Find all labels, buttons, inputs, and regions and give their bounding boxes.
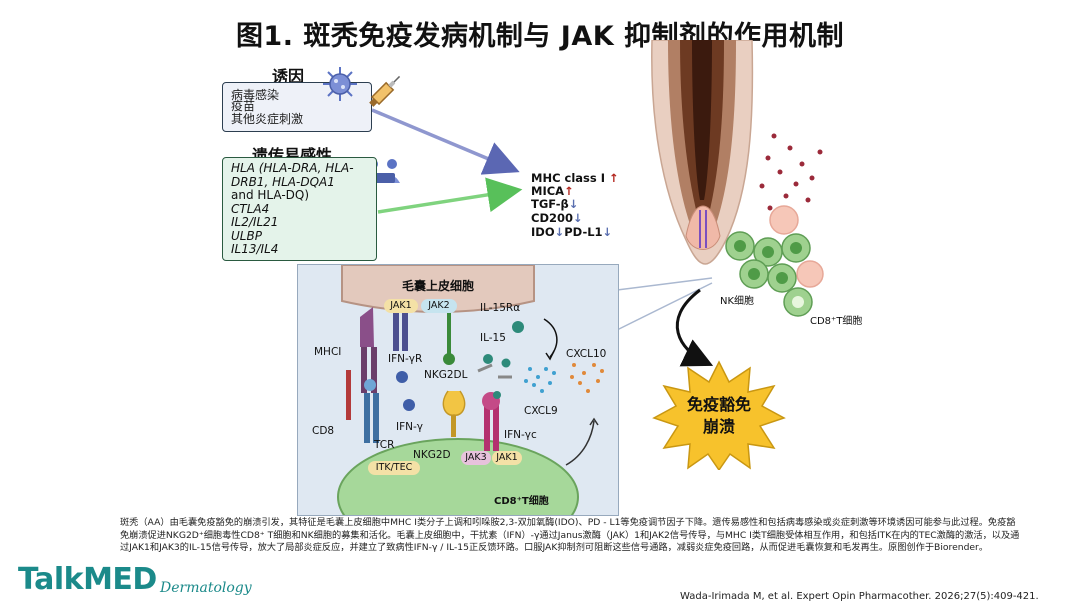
syringe-icon xyxy=(369,75,401,107)
marker-mhc-class-i: MHC class I ↑ xyxy=(531,171,619,185)
collapse-label: 免疫豁免 崩溃 xyxy=(652,394,786,438)
nkg2d-receptor xyxy=(442,390,466,416)
collapse-starburst xyxy=(652,360,786,470)
trigger-item: 其他炎症刺激 xyxy=(231,112,304,126)
ifngc-label: IFN-γc xyxy=(504,429,537,441)
jak2-top: JAK2 xyxy=(421,299,457,313)
trigger-item: 疫苗 xyxy=(231,99,256,113)
marker-tgf-beta: TGF-β↓ xyxy=(531,197,579,211)
triggers-heading: 诱因 xyxy=(272,67,305,86)
ifngc-receptor xyxy=(484,405,490,451)
gene-line: and HLA-DQ) xyxy=(231,188,310,202)
nkg2dl-label: NKG2DL xyxy=(424,369,468,381)
nkg2d-label: NKG2D xyxy=(413,449,451,461)
cxcl10-dots xyxy=(570,363,604,393)
panel-illustration xyxy=(337,265,604,515)
il15-molecule xyxy=(512,321,524,333)
follicle-cell-label: 毛囊上皮细胞 xyxy=(401,279,474,293)
gene-line: CTLA4 xyxy=(231,201,270,216)
gene-line: IL2/IL21 xyxy=(231,215,279,229)
gene-line: ULBP xyxy=(231,228,262,243)
mhci-label: MHCI xyxy=(314,346,342,358)
ifngr-receptor xyxy=(393,311,399,351)
virus-icon xyxy=(323,67,357,101)
collapse-line-2: 崩溃 xyxy=(702,417,735,436)
trigger-arrow xyxy=(371,108,520,175)
marker-mica: MICA↑ xyxy=(531,184,574,198)
mechanism-panel: 毛囊上皮细胞 JAK1 JAK2 IL-15Rα IL-15 MHCI IFN-… xyxy=(297,264,619,516)
tcr-label: TCR xyxy=(374,439,395,451)
collapse-line-1: 免疫豁免 xyxy=(686,395,751,414)
jak3-pill: JAK3 xyxy=(461,451,491,465)
cxcl10-label: CXCL10 xyxy=(566,348,607,360)
genetics-arrow xyxy=(377,177,523,214)
marker-ido-pdl1: IDO↓PD-L1↓ xyxy=(531,225,613,239)
ifng-label: IFN-γ xyxy=(396,421,423,433)
cxcl9-label: CXCL9 xyxy=(524,405,558,417)
mhci-receptor xyxy=(361,347,367,393)
genetics-box: HLA (HLA-DRA, HLA- DRB1, HLA-DQA1 and HL… xyxy=(222,157,377,261)
cd8-receptor xyxy=(346,370,351,420)
cxcl9-dots xyxy=(524,367,556,393)
hair-follicle-illustration xyxy=(651,40,824,317)
gene-line: IL13/IL4 xyxy=(231,242,279,256)
itk-tec-pill: ITK/TEC xyxy=(368,461,420,475)
ifng-molecule xyxy=(396,371,408,383)
nk-cell-label: NK细胞 xyxy=(720,296,755,307)
jak1-bottom-pill: JAK1 xyxy=(492,451,522,465)
talkmed-logo: TalkMED xyxy=(18,562,157,597)
tcr-receptor xyxy=(364,393,370,443)
zoom-line-top xyxy=(616,277,713,291)
t-cell-label: CD8⁺T细胞 xyxy=(494,496,549,507)
gene-line: HLA (HLA-DRA, HLA- xyxy=(231,161,354,175)
zoom-line-bottom xyxy=(616,282,713,331)
ifngr-label: IFN-γR xyxy=(388,353,423,365)
dermatology-logo-text: Dermatology xyxy=(160,580,252,596)
collapse-arrow xyxy=(675,288,714,367)
trigger-item: 病毒感染 xyxy=(231,88,280,102)
cd8-t-cell-label: CD8⁺T细胞 xyxy=(810,316,863,327)
jak1-top: JAK1 xyxy=(384,299,418,313)
cd8-label: CD8 xyxy=(312,425,335,437)
il15ra-label: IL-15Rα xyxy=(480,302,521,314)
il15-label: IL-15 xyxy=(480,332,506,344)
figure-caption: 斑秃（AA）由毛囊免疫豁免的崩溃引发，其特征是毛囊上皮细胞中MHC I类分子上调… xyxy=(120,517,1020,553)
marker-cd200: CD200↓ xyxy=(531,211,583,225)
citation: Wada-Irimada M, et al. Expert Opin Pharm… xyxy=(680,591,1039,602)
gene-line: DRB1, HLA-DQA1 xyxy=(231,174,335,189)
